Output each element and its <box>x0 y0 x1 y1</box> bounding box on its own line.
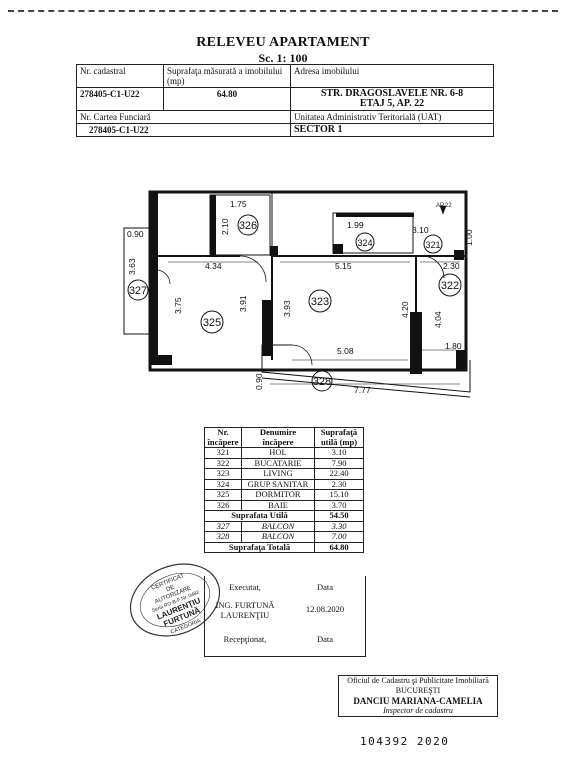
dim-1-75: 1.75 <box>230 199 247 209</box>
dim-3-93: 3.93 <box>282 300 292 317</box>
inspector-name: DANCIU MARIANA-CAMELIA <box>353 696 483 706</box>
engineer-name-1: ING. FURTUNĂ <box>215 600 275 610</box>
date-label-1: Data <box>316 582 334 592</box>
row-nr: 323 <box>204 468 242 480</box>
dim-2-10: 2.10 <box>220 218 230 235</box>
execution-date: 12.08.2020 <box>305 604 345 614</box>
row-area: 7.90 <box>314 457 364 469</box>
dim-4-20: 4.20 <box>400 301 410 318</box>
total-value: 64.80 <box>314 541 364 553</box>
dim-0-90-b: 0.90 <box>254 373 264 390</box>
entry-label: AP.22 <box>436 203 452 209</box>
uat-value: SECTOR 1 <box>290 123 494 137</box>
row-area: 3.10 <box>314 447 364 459</box>
row-nr: 322 <box>204 457 242 469</box>
table-row: Suprafaţa Totală 64.80 <box>204 541 364 553</box>
rooms-table: Nr. încăpere Denumire încăpere Suprafaţă… <box>204 427 364 553</box>
top-dashed-border <box>8 10 558 12</box>
row-name: BALCON <box>241 531 315 543</box>
dim-0-90: 0.90 <box>127 229 144 239</box>
room-label-325: 325 <box>203 317 221 329</box>
room-label-327: 327 <box>129 285 147 297</box>
dim-5-15: 5.15 <box>335 261 352 271</box>
row-name: DORMITOR <box>241 489 315 501</box>
address-line-1: STR. DRAGOSLAVELE NR. 6-8 <box>320 88 464 99</box>
room-label-324: 324 <box>357 238 372 248</box>
surface-value: 64.80 <box>163 87 291 111</box>
address-label: Adresa imobilului <box>290 64 494 88</box>
row-nr: 328 <box>204 531 242 543</box>
row-name: BUCATARIE <box>241 457 315 469</box>
col-nr: Nr. încăpere <box>204 427 242 448</box>
address-line-2: ETAJ 5, AP. 22 <box>359 98 425 109</box>
row-nr: 325 <box>204 489 242 501</box>
row-area: 3.70 <box>314 499 364 511</box>
executed-label: Executat, <box>229 582 261 592</box>
row-area: 2.30 <box>314 478 364 490</box>
total-label: Suprafaţa Totală <box>204 541 315 553</box>
row-name: LIVING <box>241 468 315 480</box>
registration-number: 104392 2020 <box>360 735 450 748</box>
room-label-322: 322 <box>441 280 459 292</box>
row-area: 3.30 <box>314 520 364 532</box>
signature-block: Executat, Data ING. FURTUNĂ LAURENŢIU 12… <box>204 576 366 657</box>
row-nr: 324 <box>204 478 242 490</box>
dim-1-00: 1.00 <box>464 229 474 246</box>
row-name: HOL <box>241 447 315 459</box>
cadastre-office-stamp: Oficiul de Cadastru şi Publicitate Imobi… <box>338 675 498 717</box>
dim-4-34: 4.34 <box>205 261 222 271</box>
row-nr: 321 <box>204 447 242 459</box>
room-label-328: 328 <box>313 376 331 388</box>
row-nr: 327 <box>204 520 242 532</box>
dim-3-63: 3.63 <box>127 258 137 275</box>
scale-label: Sc. 1: 100 <box>258 51 308 65</box>
dim-3-75: 3.75 <box>173 297 183 314</box>
util-label: Suprafata Utilă <box>204 510 315 522</box>
document-title: RELEVEU APARTAMENT <box>196 35 370 50</box>
dim-2-30: 2.30 <box>443 261 460 271</box>
dim-1-80: 1.80 <box>445 341 462 351</box>
table-row: Suprafata Utilă 54.50 <box>204 510 364 522</box>
date-label-2: Data <box>316 634 334 644</box>
engineer-name-2: LAURENŢIU <box>220 610 270 620</box>
room-label-321: 321 <box>425 240 440 250</box>
received-label: Recepţionat, <box>223 634 267 644</box>
inspector-title: Inspector de cadastru <box>383 706 453 715</box>
row-area: 22.40 <box>314 468 364 480</box>
row-area: 7.00 <box>314 531 364 543</box>
room-label-326: 326 <box>239 220 257 232</box>
row-name: GRUP SANITAR <box>241 478 315 490</box>
property-info-table: Nr. cadastral Suprafaţa măsurată a imobi… <box>76 64 494 137</box>
stamp1-line2: DE <box>166 585 176 594</box>
dim-7-77: 7.77 <box>354 385 371 395</box>
room-label-323: 323 <box>311 296 329 308</box>
util-value: 54.50 <box>314 510 364 522</box>
col-name: Denumire încăpere <box>241 427 315 448</box>
dim-5-08: 5.08 <box>337 346 354 356</box>
office-name: Oficiul de Cadastru şi Publicitate Imobi… <box>347 676 489 685</box>
dim-1-99: 1.99 <box>347 220 364 230</box>
dim-4-04: 4.04 <box>433 311 443 328</box>
row-name: BAIE <box>241 499 315 511</box>
row-name: BALCON <box>241 520 315 532</box>
dim-3-91: 3.91 <box>238 295 248 312</box>
col-area: Suprafaţă utilă (mp) <box>314 427 364 448</box>
dim-3-10: 3.10 <box>412 225 429 235</box>
row-nr: 326 <box>204 499 242 511</box>
row-area: 15.10 <box>314 489 364 501</box>
office-city: BUCUREŞTI <box>395 686 441 695</box>
cadastral-value: 278405-C1-U22 <box>76 87 164 111</box>
surface-label: Suprafaţa măsurată a imobilului (mp) <box>163 64 291 88</box>
entry-arrow-icon <box>439 205 447 215</box>
thick-walls <box>150 192 466 374</box>
